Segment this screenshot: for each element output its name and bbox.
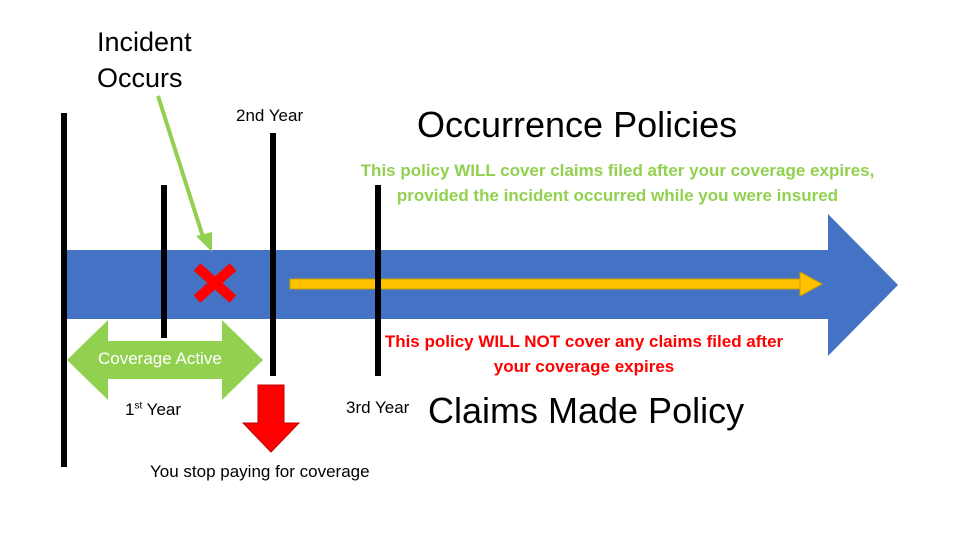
down-arrow-icon — [241, 384, 301, 453]
occurrence-policy-note: This policy WILL cover claims filed afte… — [360, 161, 875, 205]
first-year-label: 1st Year — [125, 400, 181, 420]
coverage-active-label: Coverage Active — [98, 349, 222, 368]
x-mark-icon — [193, 263, 237, 303]
claims-made-policy-title: Claims Made Policy — [428, 390, 745, 431]
third-year-line — [375, 185, 381, 376]
start-line — [61, 113, 67, 467]
first-year-word: Year — [142, 400, 182, 419]
occurrence-policies-title: Occurrence Policies — [417, 104, 738, 145]
first-year-number: 1 — [125, 400, 135, 419]
coverage-active-arrow — [67, 320, 263, 400]
first-year-line — [161, 185, 167, 338]
pointer-arrow-icon — [156, 95, 212, 252]
second-year-line — [270, 133, 276, 376]
third-year-label: 3rd Year — [346, 398, 410, 417]
first-year-suffix: st — [134, 400, 143, 412]
stop-paying-label: You stop paying for coverage — [150, 462, 370, 481]
occurrence-extension-arrow — [289, 271, 824, 297]
incident-occurs-label: Incident Occurs — [97, 27, 192, 93]
second-year-label: 2nd Year — [236, 106, 304, 125]
claims-made-policy-note: This policy WILL NOT cover any claims fi… — [384, 332, 784, 376]
